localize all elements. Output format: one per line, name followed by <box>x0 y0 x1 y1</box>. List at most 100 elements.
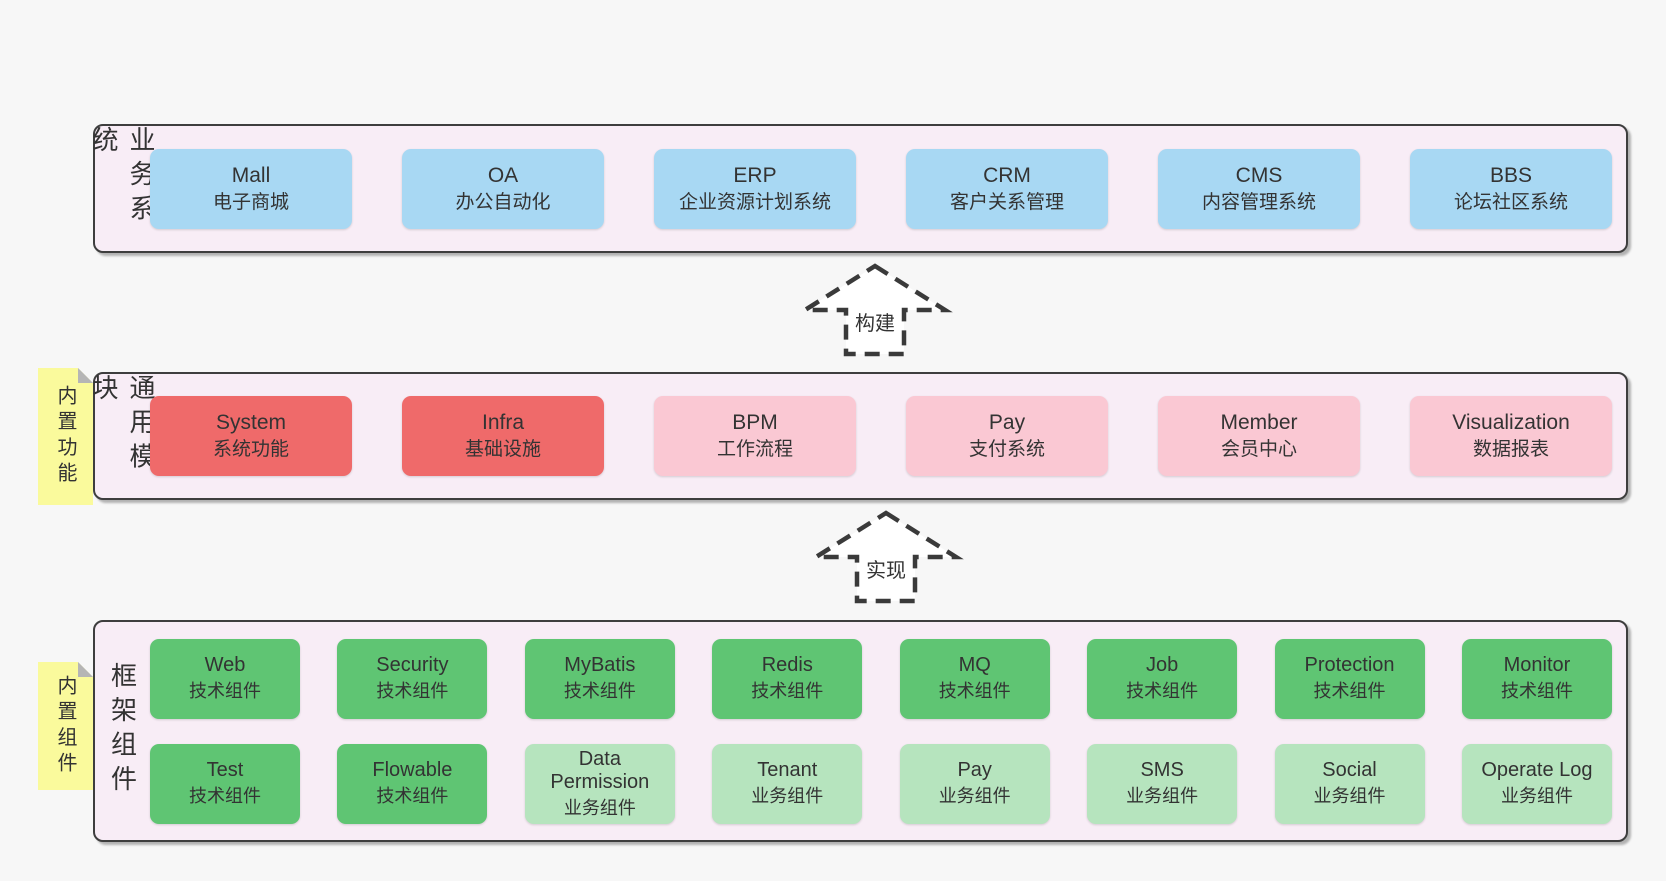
band-business-systems: 业务系统 Mall 电子商城 OA 办公自动化 ERP 企业资源计划系统 CRM… <box>89 124 1628 253</box>
band-framework-components: 框架组件 Web 技术组件 Security 技术组件 MyBatis 技术组件… <box>93 620 1628 842</box>
box-title: Tenant <box>757 759 818 782</box>
box-subtitle: 技术组件 <box>1126 681 1199 702</box>
sticky-note-built-in-components: 内置组件 <box>38 662 93 790</box>
box-subtitle: 内容管理系统 <box>1201 191 1316 213</box>
box-title: Web <box>204 654 246 677</box>
box-title: SMS <box>1140 759 1184 782</box>
box-bbs: BBS 论坛社区系统 <box>1410 148 1612 229</box>
box-title: Security <box>376 654 449 677</box>
box-title: CRM <box>983 163 1031 187</box>
box-subtitle: 技术组件 <box>376 786 449 807</box>
box-protection: Protection 技术组件 <box>1274 638 1425 719</box>
box-subtitle: 业务组件 <box>1500 786 1573 807</box>
box-flowable: Flowable 技术组件 <box>337 743 488 824</box>
arrow-implement-label: 实现 <box>863 553 909 584</box>
box-member: Member 会员中心 <box>1158 396 1360 476</box>
arrow-implement: 实现 <box>806 509 966 605</box>
box-title: Flowable <box>372 759 453 782</box>
box-system: System 系统功能 <box>150 396 352 476</box>
box-visualization: Visualization 数据报表 <box>1410 396 1612 476</box>
box-subtitle: 业务组件 <box>563 797 636 818</box>
box-mybatis: MyBatis 技术组件 <box>524 638 675 719</box>
box-erp: ERP 企业资源计划系统 <box>654 148 856 229</box>
box-title: Protection <box>1304 654 1395 677</box>
box-subtitle: 企业资源计划系统 <box>678 191 831 213</box>
box-subtitle: 技术组件 <box>1500 681 1573 702</box>
box-infra: Infra 基础设施 <box>402 396 604 476</box>
band-label-business-systems: 业务系统 <box>89 126 156 229</box>
box-tenant: Tenant 业务组件 <box>712 743 863 824</box>
folded-corner-icon <box>78 662 93 677</box>
box-oa: OA 办公自动化 <box>402 148 604 229</box>
box-job: Job 技术组件 <box>1087 638 1238 719</box>
box-subtitle: 业务组件 <box>1126 786 1199 807</box>
box-mall: Mall 电子商城 <box>150 148 352 229</box>
box-web: Web 技术组件 <box>150 638 300 719</box>
box-subtitle: 系统功能 <box>212 439 289 461</box>
box-title: BBS <box>1489 163 1533 187</box>
box-subtitle: 工作流程 <box>716 439 793 461</box>
box-subtitle: 基础设施 <box>464 439 541 461</box>
sticky-note-built-in-features: 内置功能 <box>38 368 93 505</box>
box-mq: MQ 技术组件 <box>899 638 1050 719</box>
box-subtitle: 技术组件 <box>751 681 824 702</box>
arrow-build: 构建 <box>795 262 955 358</box>
band-content: Mall 电子商城 OA 办公自动化 ERP 企业资源计划系统 CRM 客户关系… <box>150 126 1612 251</box>
component-row-2: Test 技术组件 Flowable 技术组件 Data Permission … <box>150 743 1612 824</box>
box-title: MyBatis <box>564 654 636 677</box>
box-subtitle: 论坛社区系统 <box>1453 191 1568 213</box>
band-content: Web 技术组件 Security 技术组件 MyBatis 技术组件 Redi… <box>150 622 1612 840</box>
box-redis: Redis 技术组件 <box>712 638 863 719</box>
box-title: Member <box>1220 411 1298 434</box>
box-bpm: BPM 工作流程 <box>654 396 856 476</box>
box-subtitle: 会员中心 <box>1220 439 1297 461</box>
box-title: Visualization <box>1452 411 1570 434</box>
band-label-framework-components: 框架组件 <box>107 662 138 800</box>
sticky-note-label: 内置组件 <box>54 674 76 778</box>
box-subtitle: 数据报表 <box>1472 439 1549 461</box>
box-title: OA <box>487 163 519 187</box>
box-title: Mall <box>231 163 271 187</box>
box-pay-component: Pay 业务组件 <box>899 743 1050 824</box>
box-title: Pay <box>988 411 1026 434</box>
box-subtitle: 技术组件 <box>189 786 261 807</box>
box-cms: CMS 内容管理系统 <box>1158 148 1360 229</box>
box-test: Test 技术组件 <box>150 743 300 824</box>
box-title: BPM <box>732 411 778 434</box>
box-subtitle: 业务组件 <box>1313 786 1386 807</box>
box-title: MQ <box>958 654 991 677</box>
box-subtitle: 技术组件 <box>563 681 636 702</box>
box-title: Pay <box>957 759 992 782</box>
box-title: Operate Log <box>1481 759 1593 782</box>
component-row-1: Web 技术组件 Security 技术组件 MyBatis 技术组件 Redi… <box>150 638 1612 719</box>
box-title: Social <box>1322 759 1377 782</box>
box-subtitle: 客户关系管理 <box>949 191 1064 213</box>
box-title: CMS <box>1235 163 1283 187</box>
box-title: Infra <box>481 411 525 434</box>
box-operate-log: Operate Log 业务组件 <box>1461 743 1612 824</box>
box-subtitle: 技术组件 <box>376 681 449 702</box>
box-subtitle: 技术组件 <box>189 681 261 702</box>
box-subtitle: 办公自动化 <box>455 191 551 213</box>
box-title: Data Permission <box>550 747 650 793</box>
box-pay-system: Pay 支付系统 <box>906 396 1108 476</box>
band-content: System 系统功能 Infra 基础设施 BPM 工作流程 Pay 支付系统… <box>150 374 1612 498</box>
box-subtitle: 技术组件 <box>1313 681 1386 702</box>
box-subtitle: 业务组件 <box>751 786 824 807</box>
band-label-common-modules: 通用模块 <box>89 374 156 477</box>
box-data-permission: Data Permission 业务组件 <box>524 743 675 824</box>
box-title: System <box>215 411 286 434</box>
box-subtitle: 技术组件 <box>938 681 1011 702</box>
band-common-modules: 通用模块 System 系统功能 Infra 基础设施 BPM 工作流程 Pay… <box>89 372 1628 500</box>
box-title: Monitor <box>1503 654 1571 677</box>
box-subtitle: 电子商城 <box>212 191 289 213</box>
box-monitor: Monitor 技术组件 <box>1461 638 1612 719</box>
box-security: Security 技术组件 <box>337 638 488 719</box>
box-crm: CRM 客户关系管理 <box>906 148 1108 229</box>
box-subtitle: 业务组件 <box>938 786 1011 807</box>
box-title: ERP <box>733 163 777 187</box>
box-social: Social 业务组件 <box>1274 743 1425 824</box>
box-title: Job <box>1145 654 1179 677</box>
box-sms: SMS 业务组件 <box>1087 743 1238 824</box>
